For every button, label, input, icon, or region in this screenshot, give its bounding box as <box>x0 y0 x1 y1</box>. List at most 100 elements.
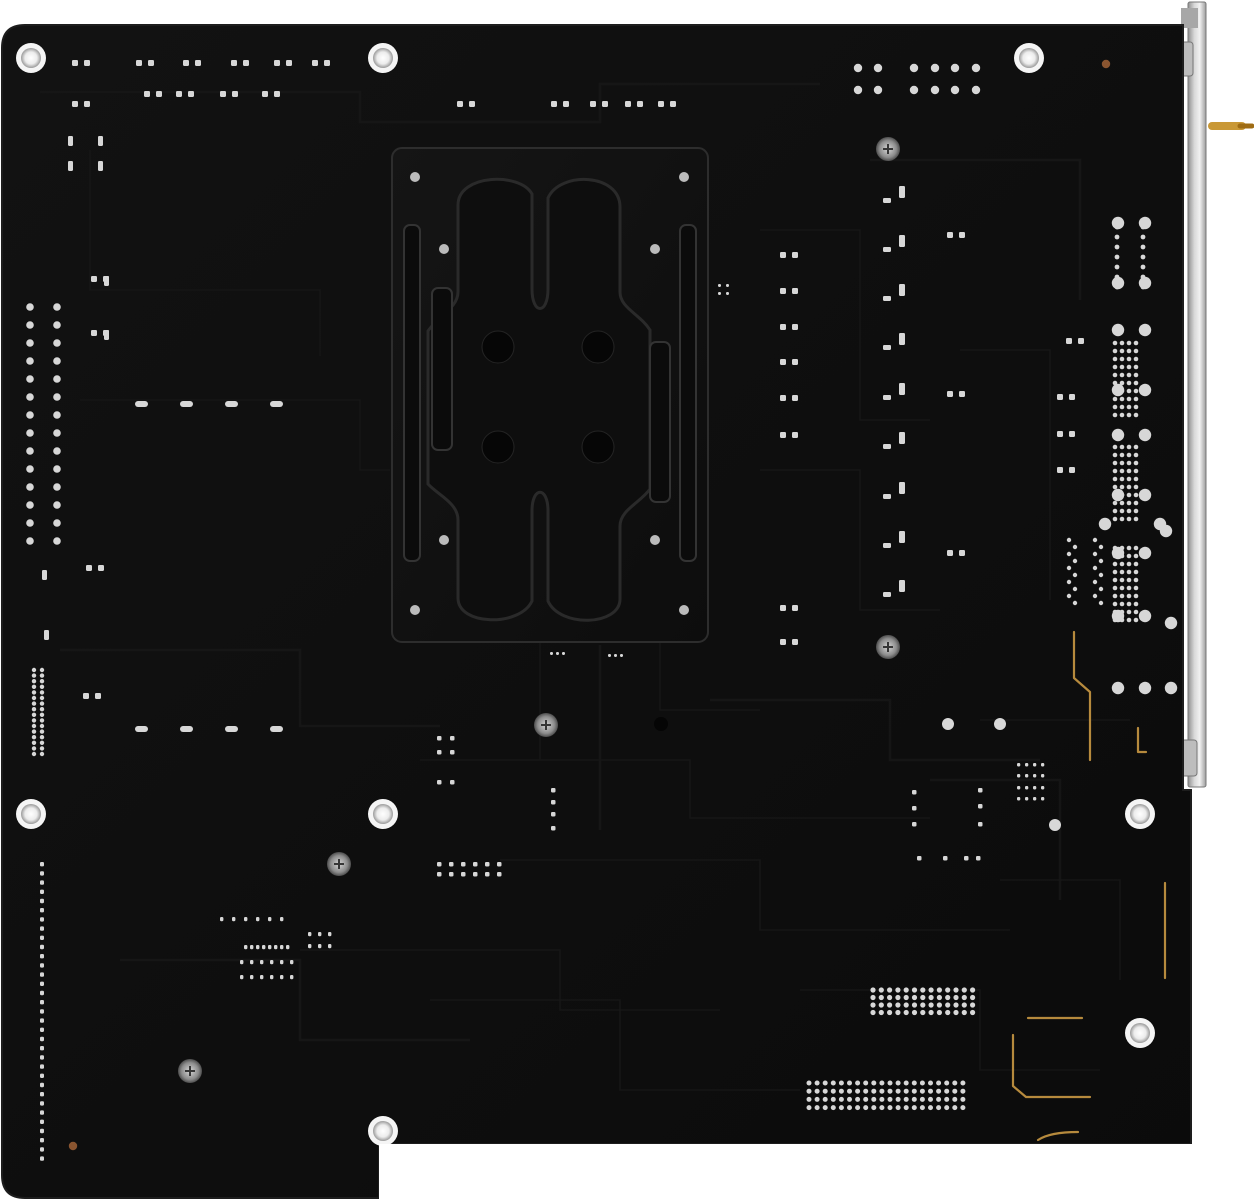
dot <box>1126 348 1132 354</box>
pad <box>469 101 475 107</box>
dot <box>814 1096 820 1102</box>
dot <box>53 321 61 329</box>
pad <box>497 872 502 877</box>
pad <box>556 652 559 655</box>
pad <box>40 898 44 904</box>
dot <box>944 1105 950 1111</box>
dot <box>911 1080 917 1086</box>
dot <box>879 1088 885 1094</box>
dot <box>1138 488 1152 502</box>
pad <box>912 790 917 795</box>
round-contact <box>994 718 1006 730</box>
dot <box>31 723 37 729</box>
dot <box>903 1009 909 1016</box>
pad <box>1033 763 1037 767</box>
dot <box>26 483 34 491</box>
dot <box>1112 468 1118 474</box>
dot <box>814 1088 820 1094</box>
dot <box>928 1096 933 1102</box>
dot <box>1112 561 1118 567</box>
pad <box>947 550 953 556</box>
dot <box>878 987 884 993</box>
pad <box>240 975 244 980</box>
dot <box>31 707 37 712</box>
round-contact <box>654 717 668 731</box>
dot <box>31 718 37 723</box>
pad <box>449 872 454 877</box>
pad <box>457 101 463 107</box>
dot <box>26 393 34 401</box>
pill-pad <box>270 726 283 732</box>
dot <box>1126 484 1132 490</box>
pad <box>590 101 596 107</box>
dot <box>847 1105 852 1111</box>
dot <box>903 1080 909 1086</box>
dot <box>1133 553 1139 559</box>
dot <box>903 987 909 993</box>
dot <box>878 1009 884 1016</box>
mount-hole <box>1019 48 1039 68</box>
mount-hole <box>21 804 41 824</box>
trace <box>659 640 760 711</box>
dot <box>1140 234 1146 240</box>
dot <box>1112 492 1118 498</box>
pad <box>978 788 983 793</box>
dot <box>1119 553 1125 559</box>
dot <box>1133 380 1139 386</box>
dot <box>1112 569 1118 575</box>
dot <box>1138 216 1152 230</box>
dot <box>1138 383 1152 397</box>
pad <box>899 432 905 444</box>
dot <box>971 63 981 73</box>
dot <box>1119 617 1125 623</box>
components <box>26 59 1178 1161</box>
dot <box>830 1096 836 1102</box>
dot <box>1092 551 1098 557</box>
pad <box>551 800 556 805</box>
dot <box>1133 452 1139 458</box>
trace <box>60 648 440 728</box>
dot <box>879 1105 885 1111</box>
dot <box>895 1002 901 1008</box>
dot <box>952 1096 958 1102</box>
dot <box>961 1009 967 1016</box>
dot <box>1133 372 1139 378</box>
dot <box>1126 356 1132 362</box>
dot <box>1112 484 1118 490</box>
dot <box>39 746 45 751</box>
dot <box>952 1105 958 1111</box>
pad <box>84 60 90 66</box>
dot <box>26 447 34 455</box>
pad <box>550 652 553 655</box>
dot <box>970 1009 976 1016</box>
pad <box>461 862 466 867</box>
dot <box>960 1080 966 1086</box>
dot <box>39 695 45 701</box>
pad <box>40 880 44 885</box>
dot <box>1092 593 1098 599</box>
dot <box>838 1080 844 1086</box>
dot <box>53 375 61 383</box>
pad <box>290 975 294 980</box>
dot <box>53 501 61 509</box>
dot <box>1098 572 1104 578</box>
pad <box>1078 338 1084 344</box>
pad <box>883 543 891 548</box>
dot <box>1112 609 1118 615</box>
pad <box>40 1156 44 1161</box>
dot <box>1114 264 1120 270</box>
dot <box>887 1088 893 1094</box>
pad <box>450 750 455 755</box>
dot <box>1114 254 1120 260</box>
pad <box>1069 394 1075 400</box>
dot <box>1112 404 1118 410</box>
dot <box>1119 492 1125 498</box>
pad <box>899 482 905 494</box>
pad <box>947 232 953 238</box>
dot <box>878 1002 884 1008</box>
dot <box>936 987 943 993</box>
dot <box>1112 380 1118 386</box>
pad <box>1041 797 1045 801</box>
pad <box>1041 786 1045 790</box>
dot <box>911 1002 918 1008</box>
